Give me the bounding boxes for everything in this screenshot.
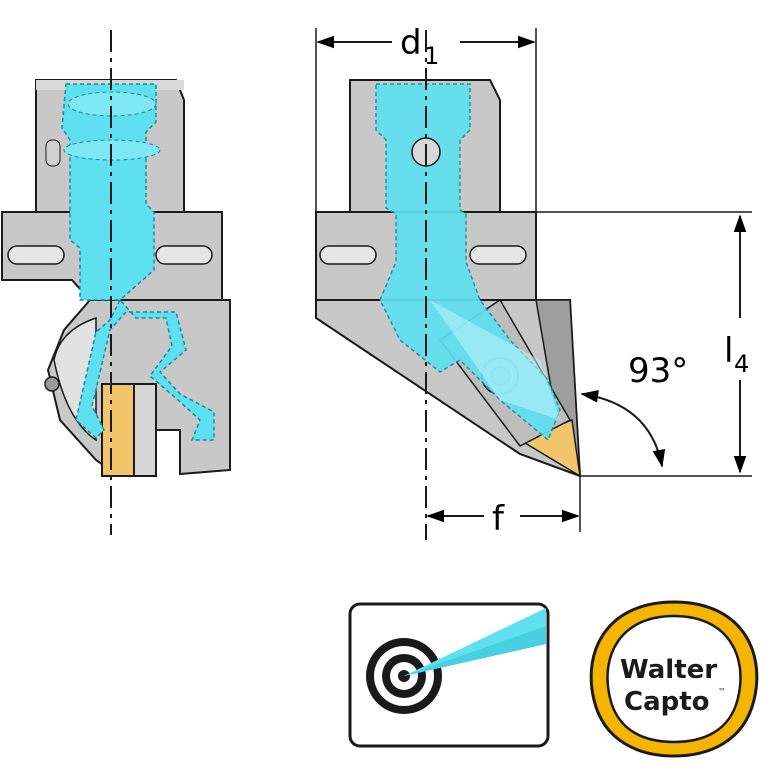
dimension-d1: d 1 <box>315 23 537 212</box>
dimension-angle: 93° <box>580 351 688 468</box>
angle-label: 93° <box>628 351 688 391</box>
dimension-l4: l 4 <box>536 211 752 477</box>
l4-label: l <box>724 331 733 371</box>
logo-trademark: ™ <box>718 687 726 696</box>
coolant-target-icon <box>348 602 550 748</box>
dimension-f: f <box>426 476 581 539</box>
l4-subscript: 4 <box>734 350 749 378</box>
logo-line2: Capto <box>624 687 710 717</box>
d1-label: d <box>400 23 422 63</box>
f-label: f <box>492 499 505 539</box>
side-view <box>1 30 231 535</box>
walter-capto-logo: Walter Capto ™ <box>589 600 759 758</box>
front-view <box>315 30 582 540</box>
d1-subscript: 1 <box>424 42 439 70</box>
logo-line1: Walter <box>620 655 717 685</box>
